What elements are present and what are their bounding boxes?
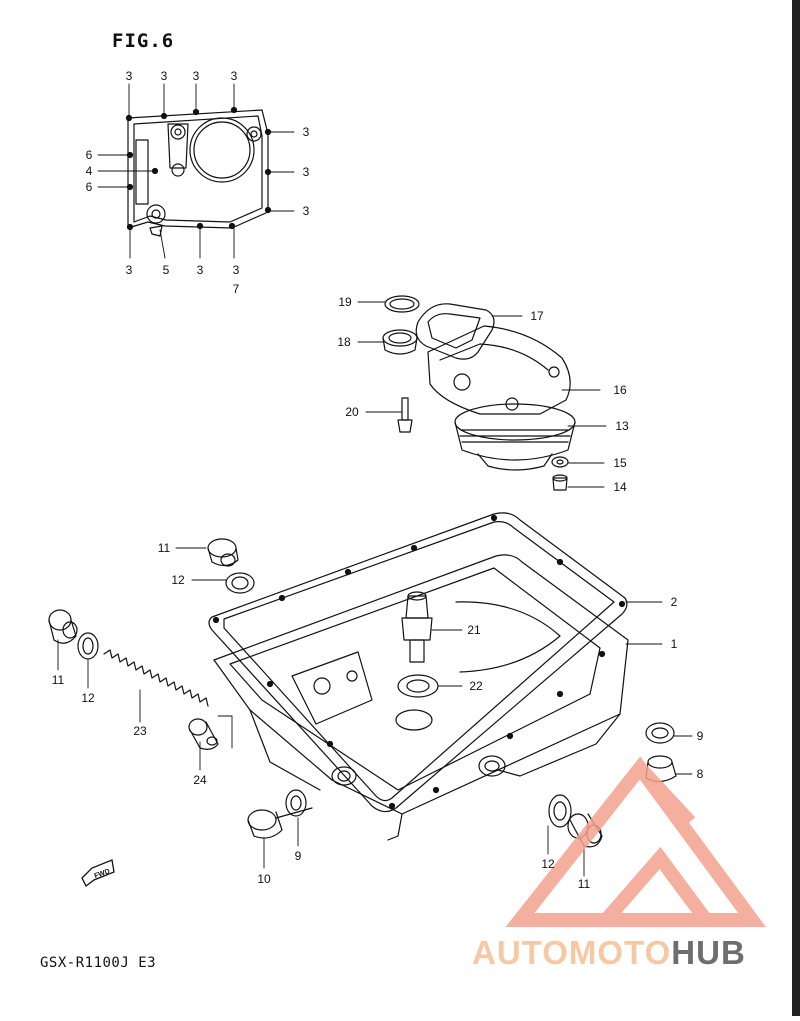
- oil-pan-gasket-2: [208, 512, 628, 813]
- callout-label: 3: [230, 69, 238, 83]
- callout-label: 3: [232, 263, 240, 277]
- callout-label: 16: [613, 383, 627, 397]
- oil-pressure-switch-21: [401, 591, 433, 663]
- filter-leader-lines: [357, 301, 607, 488]
- bolt-10: [247, 807, 313, 839]
- callout-label: 7: [232, 282, 240, 296]
- oil-filter-13: [454, 403, 576, 471]
- brand-part-dark: HUB: [671, 934, 746, 971]
- gasket-17: [415, 303, 495, 360]
- watermark-logo: [505, 756, 766, 927]
- callout-label: 9: [696, 729, 704, 743]
- plunger-24: [188, 718, 219, 750]
- callout-label: 5: [162, 263, 170, 277]
- callout-label: 6: [85, 148, 93, 162]
- callout-label: 3: [125, 69, 133, 83]
- callout-label: 13: [615, 419, 629, 433]
- bottom-leader-lines: [263, 735, 693, 877]
- washer-9-right: [645, 722, 675, 744]
- left-leader-lines: [57, 547, 233, 771]
- callout-label: 12: [171, 573, 185, 587]
- washer-9-left: [285, 789, 307, 817]
- callout-label: 1: [670, 637, 678, 651]
- callout-label: 3: [192, 69, 200, 83]
- callout-label: 6: [85, 180, 93, 194]
- callout-label: 10: [257, 872, 271, 886]
- seal-18: [382, 329, 418, 355]
- plug-11-upper: [207, 538, 239, 567]
- fwd-arrow: FWD: [81, 859, 115, 887]
- oil-pan-1: [213, 554, 629, 841]
- callout-label: 12: [541, 857, 555, 871]
- bolt-14: [552, 474, 568, 491]
- callout-label: 8: [696, 767, 704, 781]
- callout-label: 2: [670, 595, 678, 609]
- callout-label: 3: [302, 165, 310, 179]
- callout-label: 9: [294, 849, 302, 863]
- figure-title: FIG.6: [112, 30, 175, 52]
- callout-label: 23: [133, 724, 147, 738]
- callout-label: 3: [160, 69, 168, 83]
- callout-label: 19: [338, 295, 352, 309]
- callout-label: 15: [613, 456, 627, 470]
- callout-label: 11: [51, 673, 65, 687]
- o-ring-19: [384, 295, 420, 313]
- right-edge-border: [792, 0, 800, 1016]
- callout-label: 22: [469, 679, 483, 693]
- callout-label: 12: [81, 691, 95, 705]
- callout-label: 3: [196, 263, 204, 277]
- plug-11-left: [48, 609, 78, 644]
- spring-23: [103, 649, 209, 707]
- callout-label: 18: [337, 335, 351, 349]
- pan-leader-lines: [431, 601, 663, 687]
- cover-gasket: [127, 109, 269, 237]
- callout-label: 24: [193, 773, 207, 787]
- washer-12-left: [77, 632, 99, 660]
- callout-label: 17: [530, 309, 544, 323]
- watermark-brand: AUTOMOTOHUB: [472, 934, 746, 972]
- callout-label: 14: [613, 480, 627, 494]
- callout-label: 3: [302, 125, 310, 139]
- gasket-22: [397, 674, 439, 698]
- callout-label: 3: [302, 204, 310, 218]
- callout-label: 11: [577, 877, 591, 891]
- bolt-20: [397, 397, 413, 433]
- callout-label: 20: [345, 405, 359, 419]
- callout-label: 3: [125, 263, 133, 277]
- washer-12-bottom: [548, 794, 572, 828]
- callout-label: 4: [85, 164, 93, 178]
- callout-label: 11: [157, 541, 171, 555]
- gasket-bolt-holes: [125, 106, 272, 231]
- oil-filter-cover-16: [427, 325, 571, 415]
- washer-12-upper: [225, 572, 255, 594]
- gasket-leader-lines: [97, 83, 295, 259]
- washer-15: [551, 456, 569, 468]
- callout-label: 21: [467, 623, 481, 637]
- model-label: GSX-R1100J E3: [40, 955, 157, 971]
- brand-part-accent: AUTOMOTO: [472, 934, 672, 971]
- oil-pan-bolt-holes: [212, 514, 626, 810]
